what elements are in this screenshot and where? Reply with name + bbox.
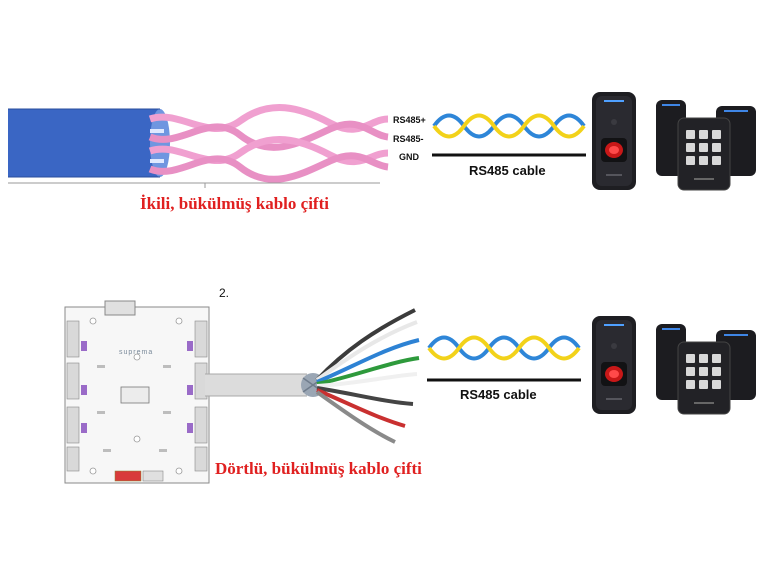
controller-board-drawing	[64, 300, 210, 484]
keypad-reader-group-2	[656, 324, 756, 415]
label-rs485-plus: RS485+	[393, 115, 426, 125]
label-rs485-minus: RS485-	[393, 134, 424, 144]
caption-dual-twisted-pair: İkili, bükülmüş kablo çifti	[140, 194, 329, 213]
controller-board: suprema	[63, 299, 211, 489]
rs485-twisted-pair-1	[432, 113, 586, 157]
label-gnd: GND	[399, 152, 419, 162]
rs485-cable-label-2: RS485 cable	[460, 387, 537, 402]
twisted-pair-cable-illustration	[8, 104, 389, 188]
keypad-reader-group-1	[656, 100, 756, 191]
controller-brand-logo: suprema	[119, 349, 154, 356]
quad-twisted-pair-cable-illustration	[205, 308, 420, 444]
caption-quad-twisted-pair: Dörtlü, bükülmüş kablo çifti	[215, 459, 422, 478]
fingerprint-reader-device-2	[592, 316, 636, 414]
rs485-cable-label-1: RS485 cable	[469, 163, 546, 178]
rs485-twisted-pair-2	[427, 335, 581, 382]
step-number: 2.	[219, 286, 230, 300]
fingerprint-reader-device-1	[592, 92, 636, 190]
